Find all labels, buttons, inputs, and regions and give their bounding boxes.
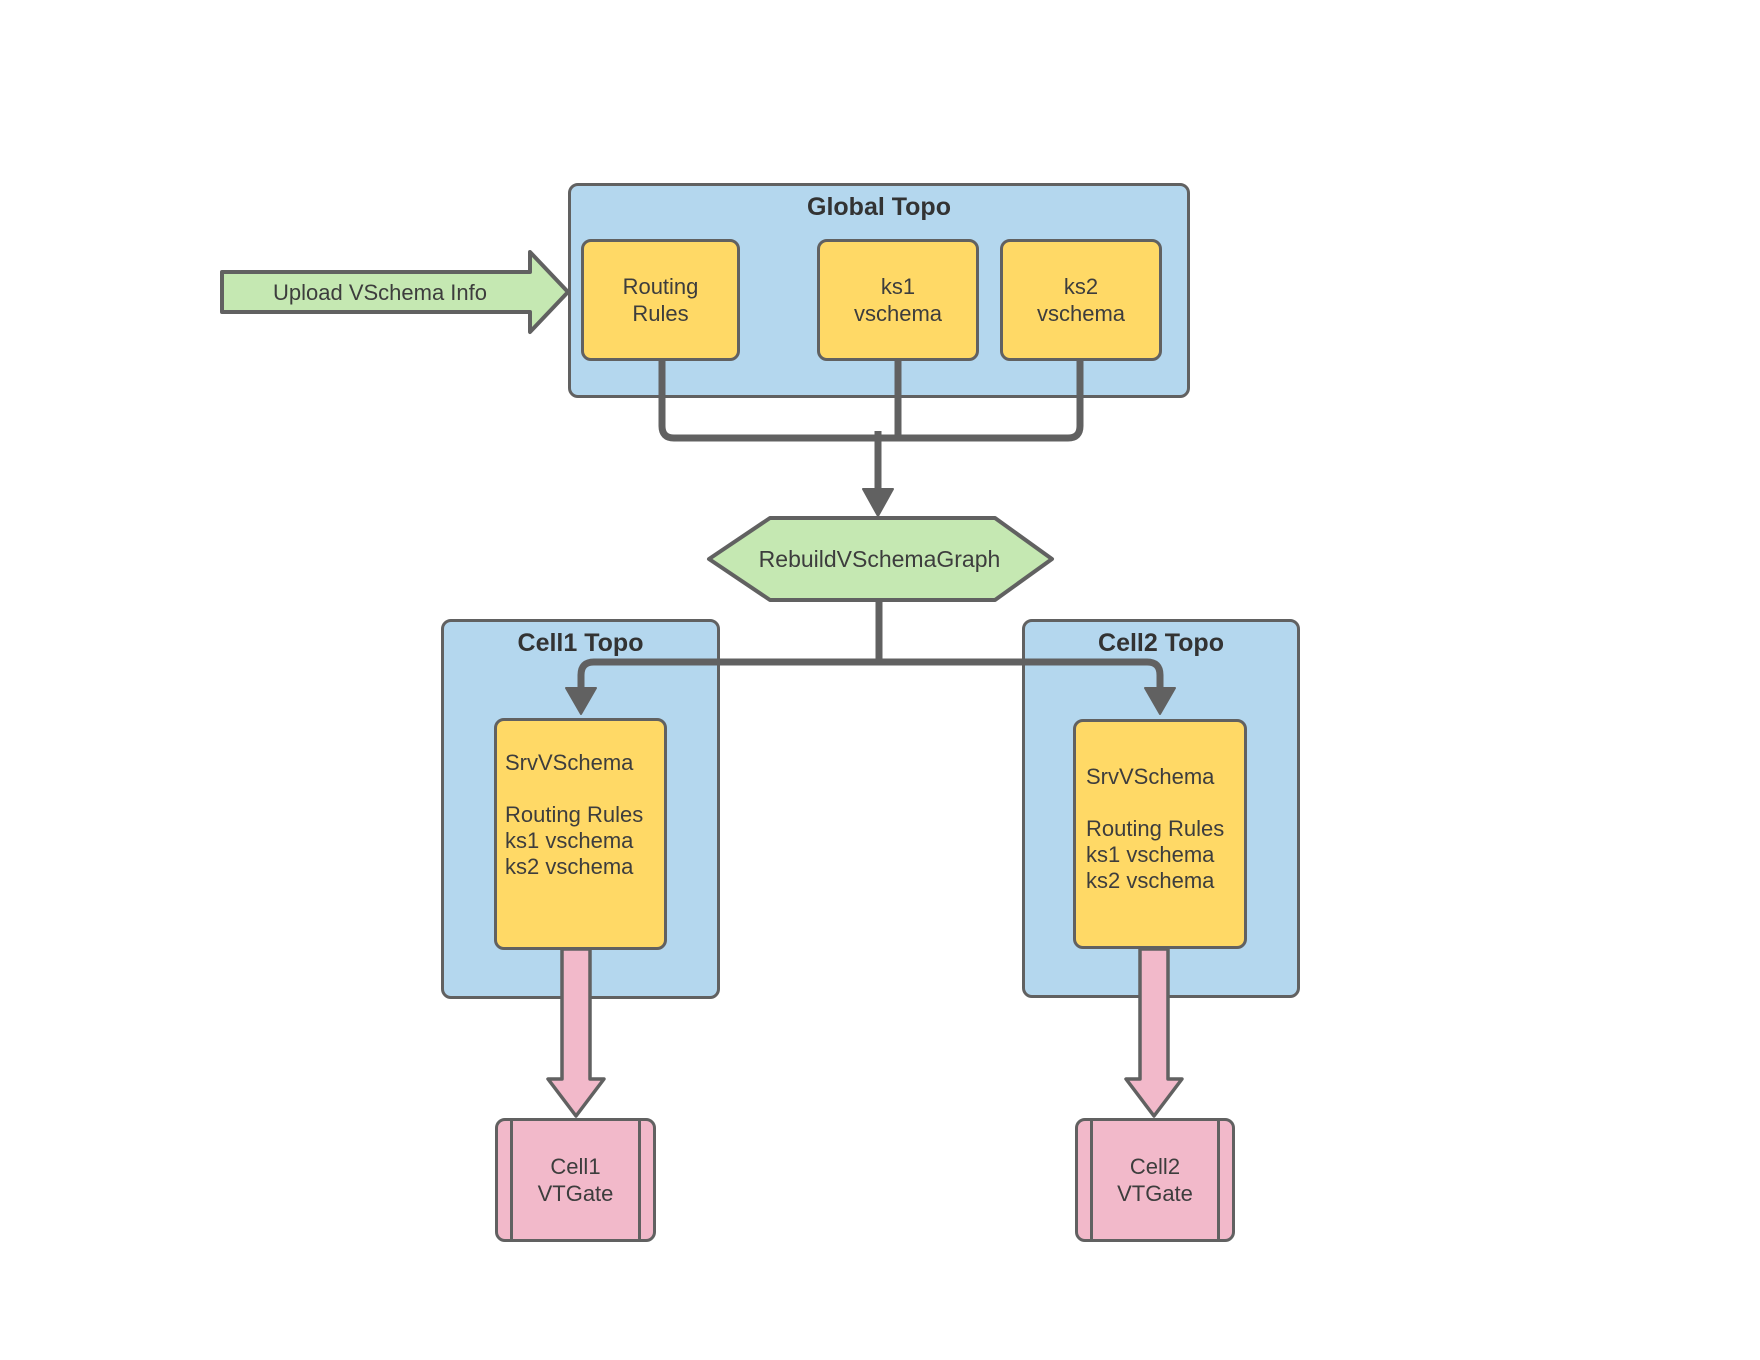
cell1-srvvschema-box <box>494 718 667 950</box>
vtgate-divider-left <box>1090 1121 1093 1239</box>
cell1-vtgate-box <box>495 1118 656 1242</box>
ks2-vschema-label: ks2 vschema <box>1036 274 1126 326</box>
vtgate-divider-right <box>1217 1121 1220 1239</box>
cell1-topo-title: Cell1 Topo <box>517 629 644 657</box>
vtgate-divider-right <box>638 1121 641 1239</box>
upload-arrow-label: Upload VSchema Info <box>272 279 488 305</box>
cell1-vtgate-label: Cell1 VTGate <box>537 1154 614 1206</box>
cell2-srvvschema-box <box>1073 719 1247 949</box>
ks2-vschema-box <box>1000 239 1162 361</box>
routing-rules-label: Routing Rules <box>622 274 699 326</box>
cell2-srvvschema-label: SrvVSchema Routing Rules ks1 vschema ks2… <box>1086 764 1225 893</box>
cell2-topo-title: Cell2 Topo <box>1098 629 1224 657</box>
vtgate-divider-left <box>510 1121 513 1239</box>
cell2-vtgate-label: Cell2 VTGate <box>1117 1154 1193 1206</box>
cell2-vtgate-box <box>1075 1118 1235 1242</box>
rebuild-hexagon-label: RebuildVSchemaGraph <box>758 545 1001 572</box>
cell1-srvvschema-label: SrvVSchema Routing Rules ks1 vschema ks2… <box>505 750 644 879</box>
hexagon-arrowhead-icon <box>862 488 894 517</box>
global-topo-title: Global Topo <box>807 193 951 221</box>
routing-rules-box <box>581 239 740 361</box>
ks1-vschema-label: ks1 vschema <box>853 274 943 326</box>
